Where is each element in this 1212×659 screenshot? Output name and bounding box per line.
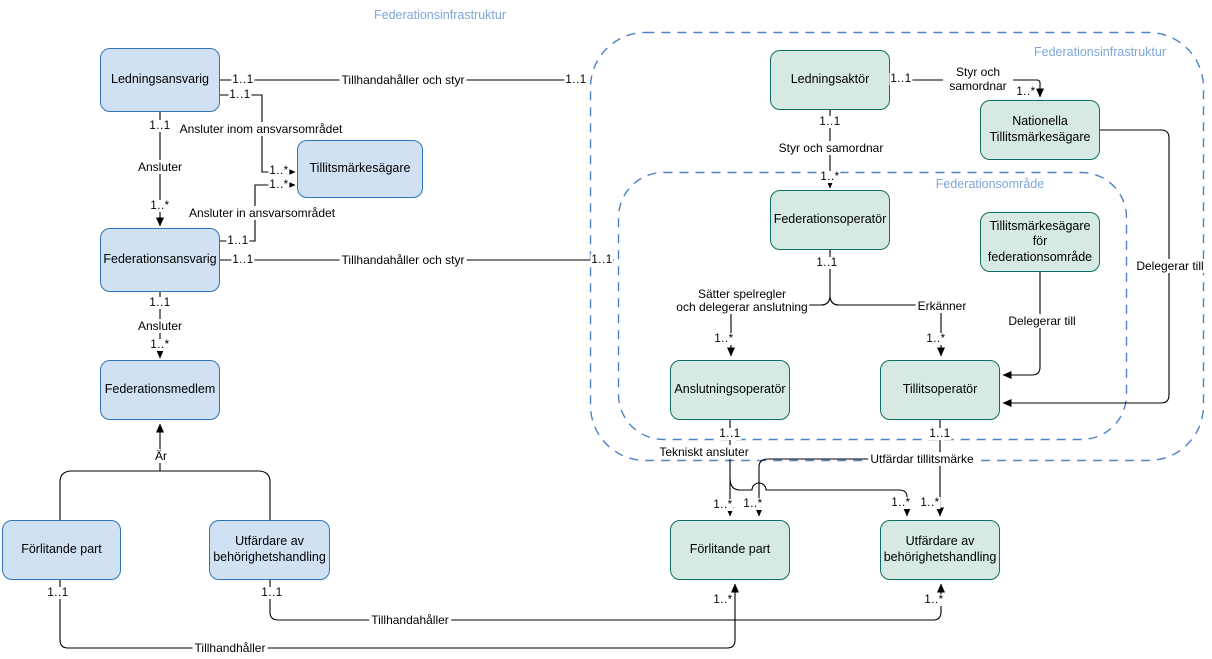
node-tillitsmarkesagare: Tillitsmärkesägare — [297, 140, 423, 198]
mult-label: 1..1 — [928, 428, 952, 440]
mult-label: 1..* — [149, 339, 171, 351]
node-federationsansvarig: Federationsansvarig — [100, 228, 220, 292]
node-label: Tillitsmärkesägare — [309, 161, 411, 176]
edge-label-satter-spelregler-2: och delegerar anslutning — [674, 300, 810, 314]
mult-label: 1..* — [712, 499, 734, 511]
edge-label-styr-och-samordnar-h: Styr och samordnar — [943, 65, 1013, 94]
mult-label: 1..* — [713, 333, 735, 345]
mult-label: 1..* — [742, 498, 764, 510]
mult-label: 1..1 — [231, 254, 255, 266]
mult-label: 1..* — [712, 594, 734, 606]
mult-label: 1..* — [925, 333, 947, 345]
edge-ar-branch-right — [160, 470, 271, 520]
edge-label-utfardar-tillitsmarke: Utfärdar tillitsmärke — [868, 452, 976, 466]
edge-label-tillhandahaller: Tillhandahåller — [369, 613, 451, 627]
mult-label: 1..1 — [148, 297, 172, 309]
node-label: Tillitsoperatör — [902, 382, 978, 397]
mult-label: 1..1 — [226, 235, 250, 247]
node-label: Federationsansvarig — [103, 252, 217, 267]
node-tillitsmarkesagare-omrade: Tillitsmärkesägare för federationsområde — [980, 212, 1100, 272]
node-federationsoperator: Federationsoperatör — [770, 190, 890, 250]
label-federationsomrade: Federationsområde — [935, 177, 1045, 191]
edge-label-ansluter-inom: Ansluter inom ansvarsområdet — [177, 122, 345, 136]
mult-label: 1..1 — [228, 89, 252, 101]
node-label: Förlitande part — [689, 542, 771, 557]
node-label: Förlitande part — [21, 542, 102, 557]
node-label: Ledningsansvarig — [111, 72, 209, 87]
node-anslutningsoperator: Anslutningsoperatör — [670, 360, 790, 420]
mult-label: 1..* — [819, 171, 841, 183]
mult-label: 1..1 — [260, 587, 284, 599]
mult-label: 1..1 — [590, 254, 614, 266]
node-ledningsansvarig: Ledningsansvarig — [100, 48, 220, 112]
edge-label-delegerar-till-outer: Delegerar till — [1134, 259, 1206, 273]
node-label: Tillitsmärkesägare för federationsområde — [987, 218, 1093, 264]
mult-label: 1..1 — [46, 587, 70, 599]
mult-label: 1..* — [890, 497, 912, 509]
node-label: Utfärdare av behörighetshandling — [213, 534, 326, 564]
edge-label-tillhandahaller-och-styr-1: Tillhandahåller och styr — [339, 73, 467, 87]
node-forlitande-part-left: Förlitande part — [2, 520, 121, 580]
edge-label-ar: Är — [153, 449, 169, 463]
node-forlitande-part-right: Förlitande part — [670, 520, 790, 580]
mult-label: 1..* — [919, 497, 941, 509]
node-federationsmedlem: Federationsmedlem — [100, 360, 220, 420]
node-utfardare-right: Utfärdare av behörighetshandling — [880, 520, 1000, 580]
label-federationsinfrastruktur-top: Federationsinfrastruktur — [373, 8, 507, 22]
mult-label: 1..1 — [718, 428, 742, 440]
edge-tekniskt-2 — [729, 477, 911, 517]
mult-label: 1..* — [268, 179, 290, 191]
node-label: Anslutningsoperatör — [674, 382, 786, 397]
mult-label: 1..* — [1015, 86, 1037, 98]
node-label: Federationsoperatör — [773, 212, 887, 227]
mult-label: 1..1 — [148, 120, 172, 132]
edge-label-ansluter-in: Ansluter in ansvarsområdet — [186, 206, 338, 220]
node-label: Utfärdare av behörighetshandling — [883, 534, 997, 564]
mult-label: 1..1 — [564, 74, 588, 86]
edge-label-satter-spelregler-1: Sätter spelregler — [695, 287, 789, 301]
node-nationella-tillitsmarkesagare: Nationella Tillitsmärkesägare — [980, 100, 1100, 160]
mult-label: 1..* — [149, 200, 171, 212]
node-ledningsaktor: Ledningsaktör — [770, 50, 890, 110]
node-label: Federationsmedlem — [104, 382, 216, 397]
edge-label-delegerar-till-inner: Delegerar till — [1006, 314, 1078, 328]
mult-label: 1..* — [268, 165, 290, 177]
node-utfardare-left: Utfärdare av behörighetshandling — [209, 520, 330, 580]
mult-label: 1..1 — [889, 73, 913, 85]
mult-label: 1..1 — [818, 116, 842, 128]
node-tillitsoperator: Tillitsoperatör — [880, 360, 1000, 420]
edge-label-tillhandahaller-och-styr-2: Tillhandahåller och styr — [339, 253, 467, 267]
mult-label: 1..1 — [231, 74, 255, 86]
edge-label-erkanner: Erkänner — [915, 299, 969, 313]
edge-label-ansluter-2: Ansluter — [135, 319, 185, 333]
edge-label-tekniskt-ansluter: Tekniskt ansluter — [657, 445, 751, 459]
edge-ar-branch-left — [59, 470, 160, 520]
edge-label-tillhandhaller: Tillhandhåller — [192, 641, 268, 655]
mult-label: 1..* — [923, 594, 945, 606]
edge-label-styr-och-samordnar-v: Styr och samordnar — [776, 141, 886, 155]
label-federationsinfrastruktur-right: Federationsinfrastruktur — [1033, 45, 1167, 59]
node-label: Ledningsaktör — [790, 72, 870, 87]
mult-label: 1..1 — [815, 257, 839, 269]
node-label: Nationella Tillitsmärkesägare — [989, 114, 1091, 144]
edge-label-ansluter-1: Ansluter — [135, 160, 185, 174]
